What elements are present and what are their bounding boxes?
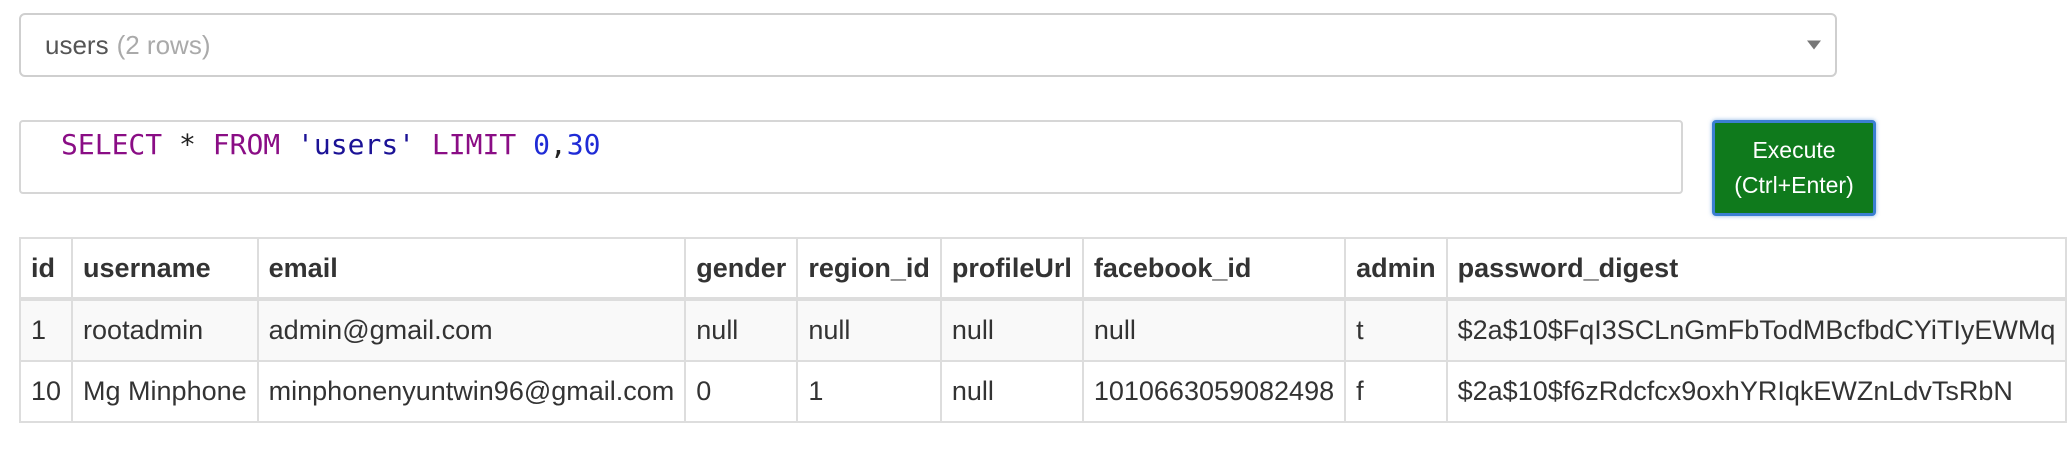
sql-query-editor[interactable]: SELECT * FROM 'users' LIMIT 0,30 <box>19 120 1683 194</box>
table-cell: $2a$10$FqI3SCLnGmFbTodMBcfbdCYiTIyEWMq <box>1445 298 2067 362</box>
chevron-down-icon <box>1807 40 1821 50</box>
column-header-email[interactable]: email <box>256 237 687 301</box>
table-cell: 1 <box>18 298 74 362</box>
table-cell: null <box>939 360 1084 423</box>
table-cell: null <box>796 298 942 362</box>
execute-button[interactable]: Execute (Ctrl+Enter) <box>1712 120 1876 216</box>
selected-table-row-count: (2 rows) <box>116 29 211 60</box>
column-header-admin[interactable]: admin <box>1344 237 1448 301</box>
column-header-username[interactable]: username <box>71 237 259 301</box>
selected-table-name: users <box>45 29 109 60</box>
table-cell: minphonenyuntwin96@gmail.com <box>256 360 687 423</box>
sql-keyword: LIMIT <box>431 128 517 161</box>
execute-label: Execute <box>1752 137 1836 163</box>
sql-number: 30 <box>566 128 601 161</box>
table-cell: 0 <box>684 360 799 423</box>
table-cell: 1 <box>796 360 942 423</box>
table-cell: 10 <box>18 360 74 423</box>
column-header-password-digest[interactable]: password_digest <box>1445 237 2067 301</box>
table-cell: 1010663059082498 <box>1081 360 1347 423</box>
column-header-gender[interactable]: gender <box>684 237 799 301</box>
column-header-region-id[interactable]: region_id <box>796 237 942 301</box>
table-cell: null <box>939 298 1084 362</box>
table-select-dropdown[interactable]: users (2 rows) <box>19 13 1837 77</box>
sql-number: 0 <box>533 128 550 161</box>
sql-keyword: SELECT <box>61 128 163 161</box>
sql-wildcard: * <box>179 128 196 161</box>
sql-string: 'users' <box>297 128 416 161</box>
table-cell: admin@gmail.com <box>256 298 687 362</box>
column-header-profile-url[interactable]: profileUrl <box>939 237 1084 301</box>
sql-punctuation: , <box>549 128 567 161</box>
column-header-facebook-id[interactable]: facebook_id <box>1081 237 1347 301</box>
table-cell: $2a$10$f6zRdcfcx9oxhYRIqkEWZnLdvTsRbN <box>1445 360 2067 423</box>
table-row[interactable]: 10 Mg Minphone minphonenyuntwin96@gmail.… <box>18 360 2067 423</box>
sql-keyword: FROM <box>212 128 281 161</box>
table-cell: f <box>1344 360 1448 423</box>
table-cell: rootadmin <box>71 298 259 362</box>
column-header-id[interactable]: id <box>18 237 74 301</box>
table-cell: Mg Minphone <box>71 360 259 423</box>
table-cell: null <box>684 298 799 362</box>
table-header-row: id username email gender region_id profi… <box>18 237 2067 301</box>
table-cell: null <box>1081 298 1347 362</box>
execute-shortcut-label: (Ctrl+Enter) <box>1734 172 1854 198</box>
results-table-container[interactable]: id username email gender region_id profi… <box>18 237 2067 427</box>
table-cell: t <box>1344 298 1448 362</box>
results-table: id username email gender region_id profi… <box>18 237 2067 423</box>
table-row[interactable]: 1 rootadmin admin@gmail.com null null nu… <box>18 298 2067 362</box>
